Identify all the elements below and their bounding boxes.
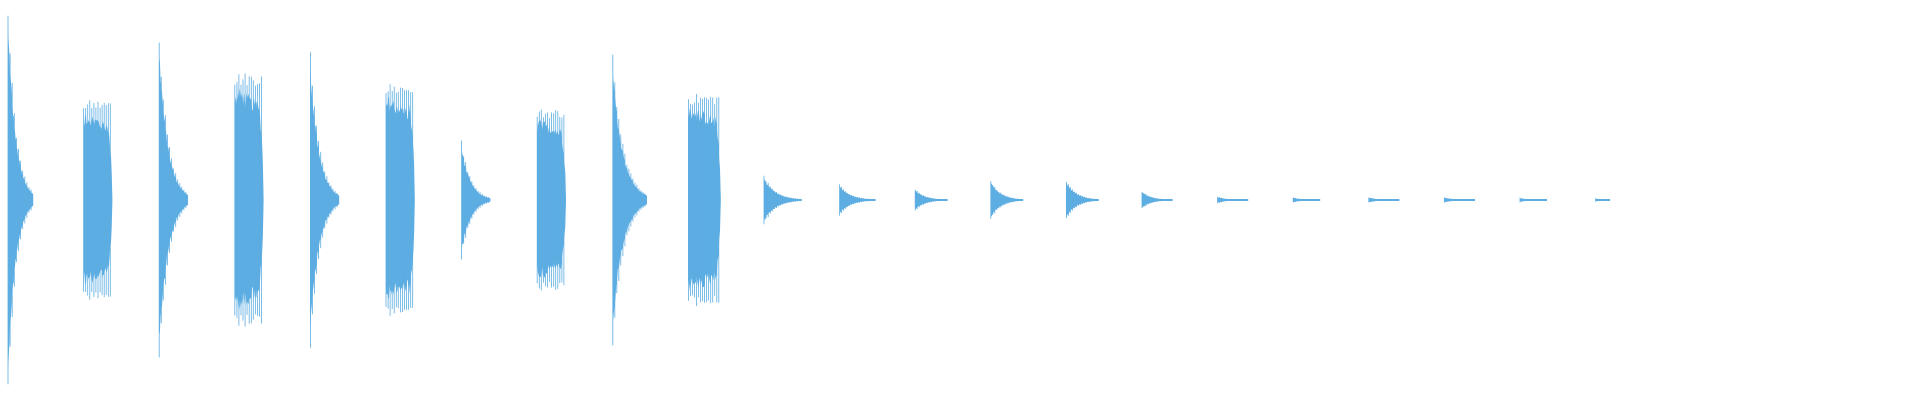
- waveform-envelope: [1444, 197, 1475, 203]
- waveform-burst: [234, 73, 264, 327]
- waveform-burst: [1217, 196, 1249, 204]
- waveform-burst: [612, 54, 647, 346]
- waveform-envelope: [1217, 197, 1249, 203]
- waveform-burst: [1444, 197, 1475, 203]
- waveform-burst: [688, 93, 721, 307]
- waveform-burst: [7, 15, 34, 385]
- waveform-burst: [1595, 198, 1610, 202]
- waveform-envelope: [1293, 197, 1321, 203]
- waveform-burst: [839, 184, 876, 216]
- waveform-burst: [385, 84, 415, 316]
- waveform-bursts: [7, 15, 1610, 385]
- waveform-burst: [309, 52, 340, 348]
- waveform-envelope: [1368, 197, 1400, 203]
- waveform-burst: [536, 109, 566, 291]
- waveform-burst: [1141, 191, 1173, 209]
- waveform-envelope: [1142, 192, 1173, 208]
- waveform-burst: [83, 100, 113, 300]
- waveform-burst: [763, 175, 802, 225]
- waveform-burst: [1519, 197, 1547, 203]
- waveform-burst: [1292, 197, 1321, 203]
- waveform-burst: [914, 189, 948, 211]
- waveform-envelope: [1520, 198, 1547, 202]
- waveform-burst: [1368, 197, 1400, 203]
- waveform-burst: [1066, 181, 1099, 219]
- waveform-envelope: [1595, 198, 1610, 202]
- waveform-burst: [461, 140, 491, 260]
- waveform-burst: [990, 181, 1024, 219]
- waveform-envelope: [612, 70, 647, 325]
- waveform-burst: [158, 42, 188, 358]
